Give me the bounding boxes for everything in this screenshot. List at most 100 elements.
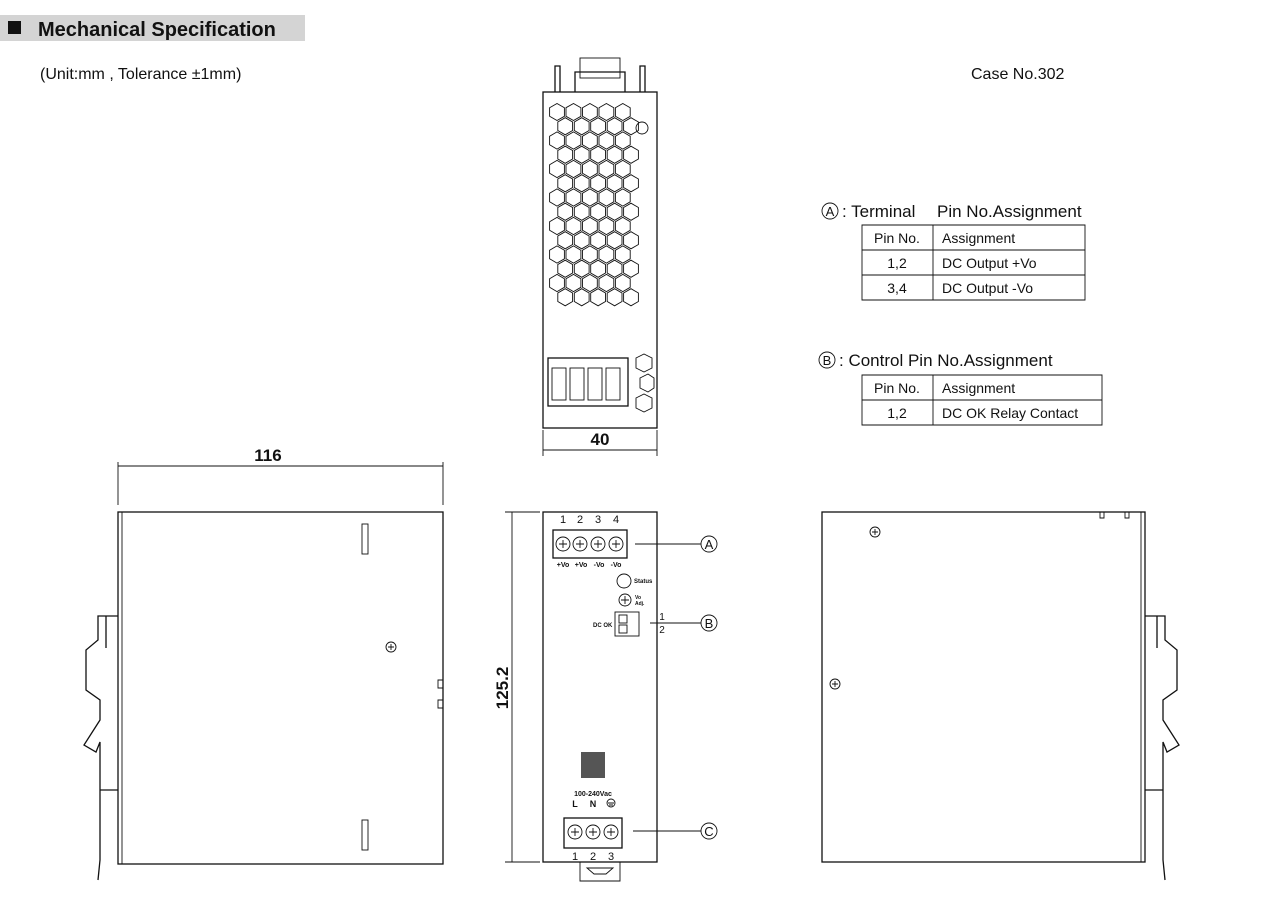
vent-hole [590, 145, 606, 164]
svg-text:Adj.: Adj. [635, 601, 645, 607]
vent-hole [598, 188, 615, 207]
vent-hole [606, 174, 623, 193]
vent-hole [549, 273, 565, 293]
svg-text:+Vo: +Vo [557, 562, 570, 569]
vent-hole [557, 259, 574, 278]
vent-hole [590, 259, 606, 278]
vent-hole [598, 131, 615, 150]
control-pin-table: B : Control Pin No.Assignment Pin No. As… [818, 351, 1103, 426]
svg-text:DC Output -Vo: DC Output -Vo [942, 280, 1033, 296]
vent-hole [590, 117, 606, 136]
vent-hole [582, 159, 598, 179]
vent-hole [606, 117, 623, 136]
svg-text:Pin No.: Pin No. [874, 230, 920, 246]
left-side-view [83, 511, 444, 881]
vent-hole [623, 259, 639, 278]
vent-hole [549, 216, 565, 236]
svg-text:1: 1 [659, 612, 665, 623]
vent-hole [614, 245, 631, 264]
vent-hole [582, 188, 598, 207]
vent-hole [582, 245, 598, 264]
svg-text:1,2: 1,2 [887, 405, 907, 421]
svg-text:DC Output +Vo: DC Output +Vo [942, 255, 1037, 271]
vent-hole [582, 273, 598, 293]
vent-hole [598, 159, 615, 179]
vent-hole [557, 174, 574, 193]
header-band [0, 15, 305, 41]
svg-text:1,2: 1,2 [887, 255, 907, 271]
svg-text:3: 3 [595, 514, 601, 526]
svg-text:B: B [705, 616, 714, 631]
vent-hole [582, 216, 598, 236]
svg-text:40: 40 [591, 430, 610, 449]
vent-hole [573, 288, 590, 307]
vent-hole [606, 288, 623, 307]
svg-text:125.2: 125.2 [493, 667, 512, 710]
vent-hole [582, 102, 598, 122]
svg-text:DC OK Relay Contact: DC OK Relay Contact [942, 405, 1078, 421]
svg-text:Assignment: Assignment [942, 230, 1015, 246]
vent-hole [590, 202, 606, 221]
vent-hole [606, 202, 623, 221]
vent-hole [573, 202, 590, 221]
vent-hole [590, 174, 606, 193]
terminal-pin-table: A : Terminal Pin No.Assignment Pin No. A… [821, 202, 1086, 301]
vent-hole [582, 131, 598, 150]
svg-text:1: 1 [560, 514, 566, 526]
vent-hole [573, 231, 590, 250]
svg-text:100-240Vac: 100-240Vac [574, 791, 612, 798]
vent-hole [606, 259, 623, 278]
vent-hole [590, 231, 606, 250]
vent-hole [565, 159, 582, 179]
vent-hole [598, 102, 615, 122]
ground-icon [606, 798, 616, 808]
vent-hole [614, 216, 631, 236]
svg-text:3: 3 [608, 851, 614, 863]
vent-hole [565, 102, 582, 122]
vent-hole [623, 231, 639, 250]
svg-text:+Vo: +Vo [575, 562, 588, 569]
vent-hole [614, 188, 631, 207]
front-view: 1 2 3 4 +Vo +Vo -Vo -Vo Status Vo Adj. D… [542, 511, 718, 882]
vent-hole [614, 159, 631, 179]
svg-text:L: L [572, 799, 578, 809]
vent-hole [549, 102, 565, 122]
svg-text:: Terminal: : Terminal [842, 202, 915, 221]
vent-hole [623, 288, 639, 307]
top-view [542, 57, 658, 429]
vent-hole [549, 159, 565, 179]
svg-text:Pin No.Assignment: Pin No.Assignment [937, 202, 1082, 221]
ventilation-hex-grid [549, 102, 639, 307]
vent-hole [549, 188, 565, 207]
svg-text:2: 2 [577, 514, 583, 526]
svg-text:Vo: Vo [635, 595, 641, 601]
svg-text:116: 116 [254, 446, 281, 465]
vent-hole [565, 188, 582, 207]
unit-note: (Unit:mm , Tolerance ±1mm) [40, 66, 241, 83]
vent-hole [565, 131, 582, 150]
vent-hole [549, 131, 565, 150]
qr-code [581, 752, 605, 778]
vent-hole [565, 245, 582, 264]
vent-hole [598, 245, 615, 264]
vent-hole [573, 117, 590, 136]
svg-text:3,4: 3,4 [887, 280, 907, 296]
vent-hole [623, 117, 639, 136]
svg-text:B: B [823, 353, 832, 368]
svg-text:N: N [590, 799, 597, 809]
vent-hole [623, 202, 639, 221]
right-side-view [821, 511, 1180, 881]
svg-text:: Control Pin No.Assignment: : Control Pin No.Assignment [839, 351, 1053, 370]
vent-hole [557, 202, 574, 221]
svg-text:A: A [705, 537, 714, 552]
vent-hole [614, 131, 631, 150]
vent-hole [623, 145, 639, 164]
svg-text:4: 4 [613, 514, 619, 526]
svg-text:Status: Status [634, 579, 653, 585]
vent-hole [557, 288, 574, 307]
height-dimension: 125.2 [493, 511, 540, 863]
depth-dimension: 116 [117, 446, 444, 505]
vent-hole [549, 245, 565, 264]
vent-hole [606, 145, 623, 164]
